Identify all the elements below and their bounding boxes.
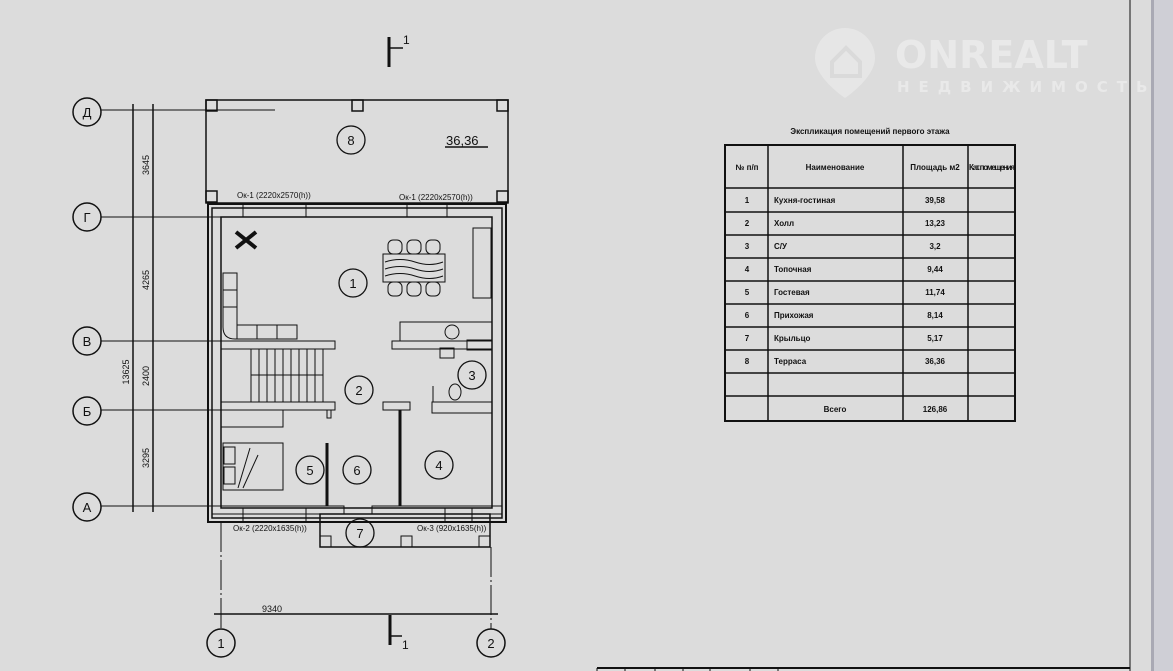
table-cell: Холл <box>774 219 794 228</box>
table-total-row: Всего 126,86 <box>824 405 948 414</box>
table-cell: 39,58 <box>925 196 946 205</box>
axis-label-1: 1 <box>217 636 224 651</box>
table-cell: 3 <box>745 242 750 251</box>
dim-3295: 3295 <box>141 448 151 468</box>
table-cell: 6 <box>745 311 750 320</box>
table-row: 1 Кухня-гостиная 39,58 <box>745 196 946 205</box>
room-number-1: 1 <box>349 276 356 291</box>
room-number-2: 2 <box>355 383 362 398</box>
table-row: 8 Терраса 36,36 <box>745 357 946 366</box>
svg-text:Площадь м2: Площадь м2 <box>910 163 960 172</box>
room-number-4: 4 <box>435 458 442 473</box>
window-label-ok1-right: Ок-1 (2220x2570(h)) <box>399 193 473 202</box>
table-cell: Гостевая <box>774 288 810 297</box>
watermark-house-icon <box>830 45 862 78</box>
watermark: ONREALT НЕДВИЖИМОСТЬ <box>815 28 1156 98</box>
watermark-tagline: НЕДВИЖИМОСТЬ <box>897 78 1156 96</box>
table-cell: С/У <box>774 242 788 251</box>
svg-text:126,86: 126,86 <box>923 405 948 414</box>
room-number-5: 5 <box>306 463 313 478</box>
table-row: 4 Топочная 9,44 <box>745 265 944 274</box>
table-cell: Прихожая <box>774 311 814 320</box>
terrace-area-label: 36,36 <box>446 133 479 148</box>
table-title: Экспликация помещений первого этажа <box>790 127 950 136</box>
table-cell: 4 <box>745 265 750 274</box>
scrollbar-track[interactable] <box>1151 0 1173 671</box>
table-row: 2 Холл 13,23 <box>745 219 946 228</box>
terrace <box>205 99 509 204</box>
table-row: 3 С/У 3,2 <box>745 242 941 251</box>
table-cell: 11,74 <box>925 288 945 297</box>
table-cell: 5,17 <box>927 334 943 343</box>
axis-grid-letters <box>72 97 275 522</box>
section-mark-bottom: 1 <box>388 615 409 652</box>
dim-9340: 9340 <box>262 604 282 614</box>
dim-3645: 3645 <box>141 155 151 175</box>
table-row: 5 Гостевая 11,74 <box>745 288 946 297</box>
room-number-6: 6 <box>353 463 360 478</box>
table-cell: Терраса <box>774 357 807 366</box>
room-markers <box>295 125 487 548</box>
table-row: 6 Прихожая 8,14 <box>745 311 944 320</box>
window-label-ok2: Ок-2 (2220x1635(h)) <box>233 524 307 533</box>
table-cell: 8,14 <box>927 311 943 320</box>
table-cell: 5 <box>745 288 750 297</box>
svg-text:Наименование: Наименование <box>806 163 865 172</box>
dim-2400: 2400 <box>141 366 151 386</box>
section-mark-top: 1 <box>387 33 410 67</box>
svg-text:1: 1 <box>402 638 409 652</box>
room-number-8: 8 <box>347 133 354 148</box>
svg-text:№ п/п: № п/п <box>735 163 758 172</box>
table-cell: 36,36 <box>925 357 946 366</box>
watermark-pin-icon <box>815 28 875 98</box>
svg-text:Кат. помещения: Кат. помещения <box>969 163 1015 172</box>
table-cell: 9,44 <box>927 265 943 274</box>
table-cell: 1 <box>745 196 750 205</box>
svg-text:1: 1 <box>403 33 410 47</box>
axis-label-g: Г <box>83 210 90 225</box>
axis-label-d: Д <box>83 105 92 120</box>
watermark-brand: ONREALT <box>895 33 1088 77</box>
table-cell: 13,23 <box>925 219 946 228</box>
table-cell: 2 <box>745 219 750 228</box>
axis-grid-numbers <box>206 522 506 658</box>
dim-total-vertical: 13625 <box>121 359 131 384</box>
room-number-7: 7 <box>356 526 363 541</box>
table-row: 7 Крыльцо 5,17 <box>745 334 944 343</box>
axis-label-b: Б <box>83 404 92 419</box>
explication-table <box>724 144 1016 422</box>
window-label-ok3: Ок-3 (920x1635(h)) <box>417 524 487 533</box>
window-label-ok1-left: Ок-1 (2220x2570(h)) <box>237 191 311 200</box>
axis-label-2: 2 <box>487 636 494 651</box>
table-cell: 7 <box>745 334 750 343</box>
table-cell: 3,2 <box>929 242 941 251</box>
table-cell: Крыльцо <box>774 334 811 343</box>
dim-4265: 4265 <box>141 270 151 290</box>
building-walls <box>207 203 507 548</box>
table-cell: Кухня-гостиная <box>774 196 836 205</box>
axis-label-a: А <box>83 500 92 515</box>
table-header-row: № п/п Наименование Площадь м2 Кат. помещ… <box>735 163 1015 172</box>
room-number-3: 3 <box>468 368 475 383</box>
table-cell: Топочная <box>774 265 812 274</box>
axis-label-v: В <box>83 334 92 349</box>
svg-text:Всего: Всего <box>824 405 847 414</box>
table-cell: 8 <box>745 357 750 366</box>
scrollbar-edge <box>1151 0 1154 671</box>
